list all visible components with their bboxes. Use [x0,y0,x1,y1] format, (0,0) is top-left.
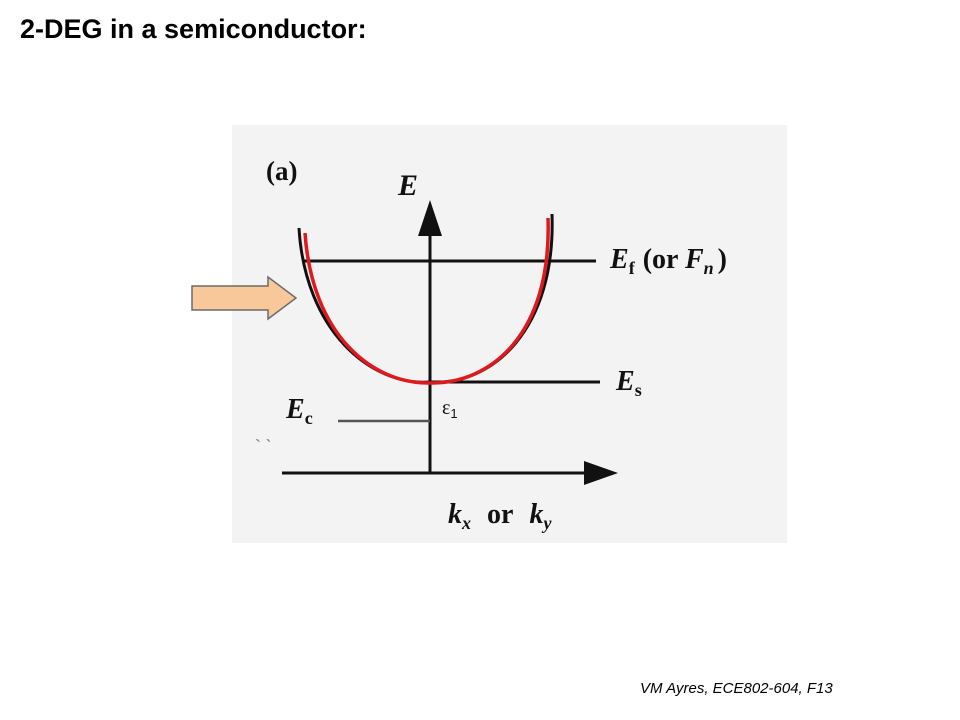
energy-axis-arrowhead [418,200,442,236]
figure-background [232,125,787,543]
fermi-level-label: Ef(or Fn) [609,244,727,278]
right-arrow-icon [191,275,298,321]
epsilon-label: ε1 [442,397,458,421]
parabola-highlight [303,217,550,385]
k-axis-arrowhead [584,461,618,485]
energy-axis-label: E [397,169,418,202]
scan-mark: ` ` [255,436,272,456]
subband-edge-label: Es [615,366,642,400]
page-title: 2-DEG in a semiconductor: [20,14,367,44]
panel-label: (a) [266,156,297,186]
conduction-band-label: Ec [285,394,313,428]
footer-credit: VM Ayres, ECE802-604, F13 [640,680,833,697]
